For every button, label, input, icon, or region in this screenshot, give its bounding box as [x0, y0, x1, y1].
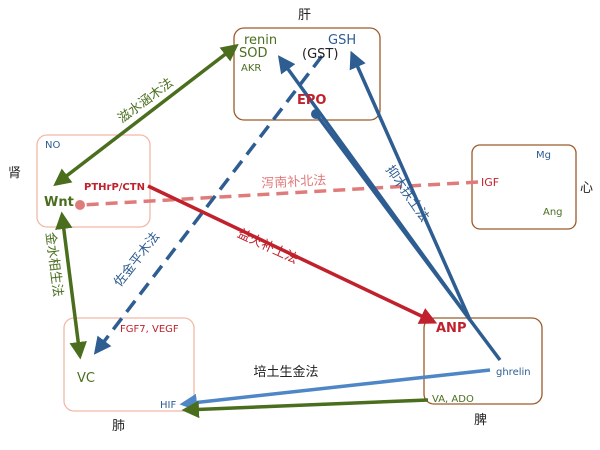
heart-box	[471, 144, 577, 230]
lung-box	[63, 317, 195, 412]
method-zuo-jin-ping-mu: 佐金平木法	[111, 229, 164, 290]
organ-spleen-label: 脾	[474, 413, 487, 428]
spleen-va-ado: VA, ADO	[432, 394, 474, 405]
organ-liver-label: 肝	[298, 8, 311, 23]
arrow-zi-shui-han-mu	[53, 43, 239, 187]
liver-renin: renin	[244, 33, 277, 48]
xie-nan-bu-bei-dot	[75, 200, 85, 210]
epo-dot	[311, 109, 321, 119]
method-jin-shui-xiang-sheng: 金水相生法	[42, 231, 66, 297]
liver-akr: AKR	[241, 63, 261, 74]
arrow-jin-shui-xiang-sheng	[55, 211, 87, 360]
heart-mg: Mg	[536, 150, 551, 161]
organ-kidney-label: 肾	[8, 166, 21, 181]
arrow-pei-tu-sheng-jin	[179, 368, 491, 412]
lung-hif: HIF	[160, 400, 176, 411]
method-yi-huo-bu-tu: 益火补土法	[235, 226, 300, 267]
heart-igf: IGF	[481, 176, 499, 189]
liver-sod: SOD	[239, 46, 268, 61]
liver-gsh: GSH	[328, 33, 356, 48]
spleen-ghrelin: ghrelin	[496, 367, 531, 378]
lung-vc: VC	[77, 371, 95, 386]
organ-lung-label: 肺	[112, 419, 125, 434]
method-yi-mu-fu-tu: 抑木扶土法	[382, 163, 432, 225]
method-xie-nan-bu-bei: 泻南补北法	[261, 172, 327, 191]
kidney-wnt: Wnt	[44, 195, 74, 210]
spleen-anp: ANP	[436, 321, 466, 336]
arrow-zuo-jin-ping-mu	[93, 54, 324, 355]
lung-fgf: FGF7, VEGF	[120, 324, 179, 335]
liver-epo: EPO	[297, 93, 326, 108]
arrow-yi-huo-bu-tu	[147, 184, 438, 324]
spleen-box	[423, 317, 543, 405]
organ-heart-label: 心	[580, 181, 593, 196]
liver-gst: (GST)	[302, 47, 338, 62]
kidney-pthrp: PTHrP/CTN	[84, 182, 145, 193]
kidney-no: NO	[45, 140, 60, 151]
arrow-yi-mu-fu-tu-gsh	[349, 50, 472, 321]
arrow-va-ado-lung	[181, 398, 429, 419]
heart-ang: Ang	[543, 207, 563, 218]
method-zi-shui-han-mu: 滋水涵木法	[115, 76, 176, 127]
method-pei-tu-sheng-jin: 培土生金法	[253, 364, 318, 380]
arrow-epo-ghrelin	[314, 112, 502, 362]
